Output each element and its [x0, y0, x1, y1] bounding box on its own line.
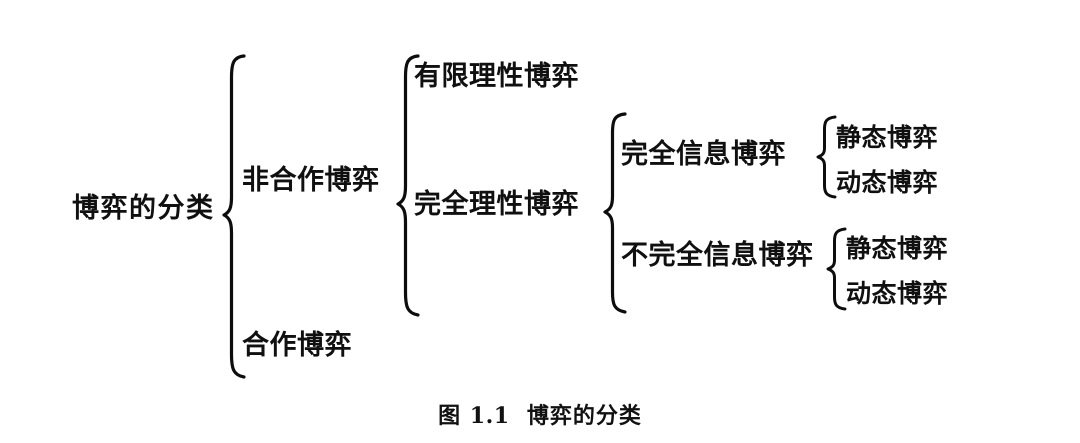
node-noncooperative-game: 非合作博弈: [242, 165, 380, 196]
figure-caption-prefix: 图: [438, 404, 462, 429]
node-bounded-rationality-game: 有限理性博弈: [414, 61, 579, 92]
node-cooperative-game: 合作博弈: [242, 330, 352, 361]
figure-caption-title: 博弈的分类: [526, 404, 642, 429]
figure-caption: 图 1.1 博弈的分类: [0, 398, 1080, 430]
figure-caption-number: 1.1: [469, 403, 510, 429]
node-complete-information-game: 完全信息博弈: [621, 139, 786, 170]
node-incomplete-information-game: 不完全信息博弈: [621, 240, 814, 271]
node-dynamic-game-incomplete-info: 动态博弈: [846, 279, 949, 308]
curly-brace-icon-root: [222, 54, 246, 379]
curly-brace-icon-noncooperative: [396, 54, 420, 317]
curly-brace-icon-full-rationality: [603, 112, 627, 314]
curly-brace-icon-incomplete-info: [826, 227, 847, 311]
node-static-game-incomplete-info: 静态博弈: [846, 234, 949, 263]
node-dynamic-game-complete-info: 动态博弈: [836, 168, 939, 197]
node-full-rationality-game: 完全理性博弈: [414, 189, 579, 220]
curly-brace-icon-complete-info: [816, 115, 837, 199]
node-root-game-classification: 博弈的分类: [72, 193, 215, 224]
node-static-game-complete-info: 静态博弈: [836, 123, 939, 152]
